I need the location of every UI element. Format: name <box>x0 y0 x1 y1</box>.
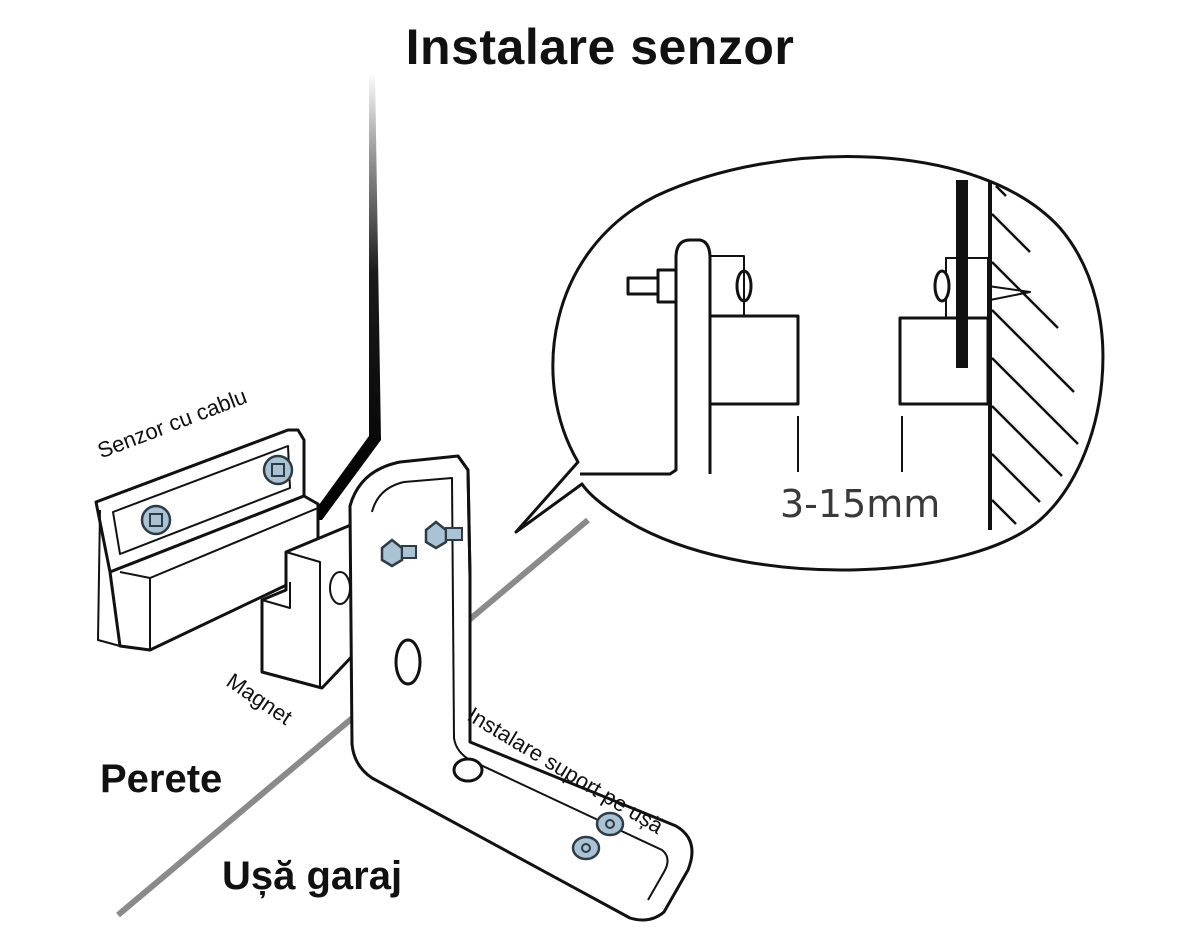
door-label: Ușă garaj <box>222 854 403 898</box>
sensor-cable <box>308 72 381 520</box>
zoom-sensor <box>898 257 1031 406</box>
zoom-door-bracket <box>580 238 800 476</box>
zoom-cable <box>956 180 968 368</box>
gap-measurement-label: 3-15mm <box>780 482 941 526</box>
screw-icon <box>595 811 625 837</box>
hatched-wall-icon <box>988 182 1079 530</box>
door-bracket <box>348 454 694 922</box>
screw-icon <box>262 454 294 486</box>
hex-bolt-icon <box>424 520 463 550</box>
hex-bolt-icon <box>380 538 417 568</box>
diagram-title: Instalare senzor <box>405 19 795 75</box>
screw-icon <box>571 835 601 861</box>
screw-icon <box>140 504 172 536</box>
wall-label: Perete <box>100 757 223 801</box>
